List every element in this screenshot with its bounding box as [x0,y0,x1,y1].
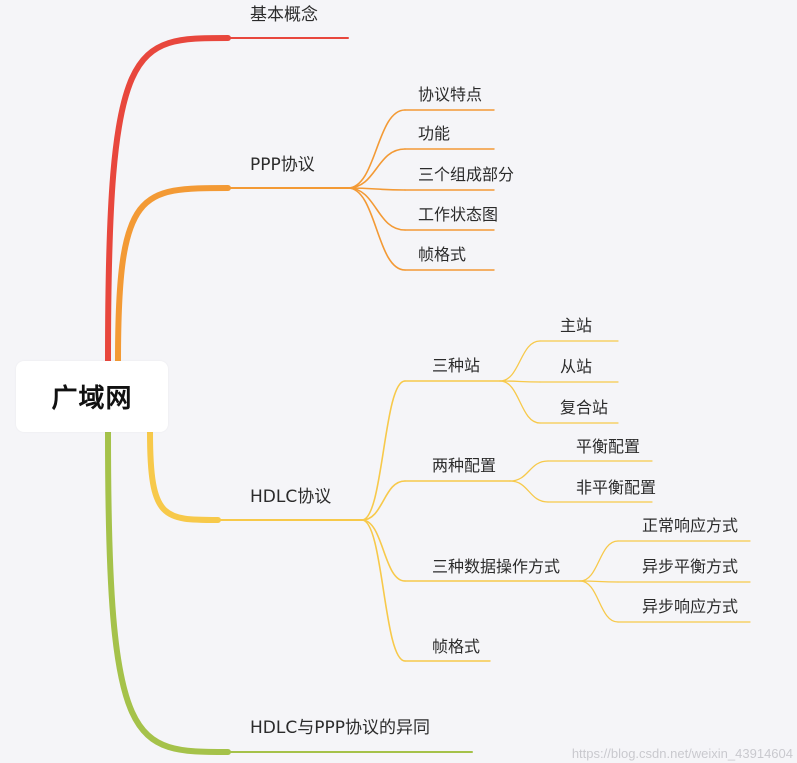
root-node[interactable]: 广域网 [16,361,168,432]
connector-station-0 [499,340,541,382]
connector-diff [105,429,231,755]
ppp-child-state-diagram[interactable]: 工作状态图 [418,205,499,224]
connector-ppp-child-0 [347,109,406,189]
config-balanced[interactable]: 平衡配置 [576,437,641,456]
ppp-child-features[interactable]: 协议特点 [418,85,483,104]
connector-basic [105,35,231,364]
connector-ppp-child-4 [347,187,406,271]
hdlc-modes[interactable]: 三种数据操作方式 [432,557,561,576]
connector-config-1 [509,480,549,503]
hdlc-frame-format[interactable]: 帧格式 [432,637,481,656]
connector-hdlc-l2-1 [361,480,406,521]
hdlc-stations[interactable]: 三种站 [432,356,481,375]
branch-ppp[interactable]: PPP协议 [250,155,315,175]
connector-mode-2 [579,580,619,623]
branch-basic-concepts[interactable]: 基本概念 [250,5,318,25]
branch-hdlc-vs-ppp[interactable]: HDLC与PPP协议的异同 [250,718,430,738]
connector-hdlc-l2-0 [361,380,406,521]
watermark: https://blog.csdn.net/weixin_43914604 [571,746,793,761]
connector-mode-0 [579,540,619,582]
ppp-child-frame-format[interactable]: 帧格式 [418,245,467,264]
hdlc-configs[interactable]: 两种配置 [432,456,497,475]
connector-ppp [115,185,231,364]
connector-config-0 [509,460,549,482]
ppp-child-functions[interactable]: 功能 [418,124,451,143]
connector-ppp-child-1 [347,148,406,189]
station-secondary[interactable]: 从站 [560,357,593,376]
connector-mode-1 [579,580,619,583]
connector-hdlc-l2-3 [361,519,406,662]
ppp-child-components[interactable]: 三个组成部分 [418,165,515,184]
branch-hdlc[interactable]: HDLC协议 [250,487,332,507]
mode-arm[interactable]: 异步响应方式 [642,597,739,616]
connector-ppp-child-3 [347,187,406,231]
mode-nrm[interactable]: 正常响应方式 [642,516,739,535]
connector-hdlc-l2-2 [361,519,406,582]
mode-abm[interactable]: 异步平衡方式 [642,557,739,576]
station-combined[interactable]: 复合站 [560,398,609,417]
connector-station-2 [499,380,541,424]
connector-hdlc [147,429,221,523]
connector-station-1 [499,380,541,383]
config-unbalanced[interactable]: 非平衡配置 [576,478,657,497]
station-primary[interactable]: 主站 [560,316,593,335]
